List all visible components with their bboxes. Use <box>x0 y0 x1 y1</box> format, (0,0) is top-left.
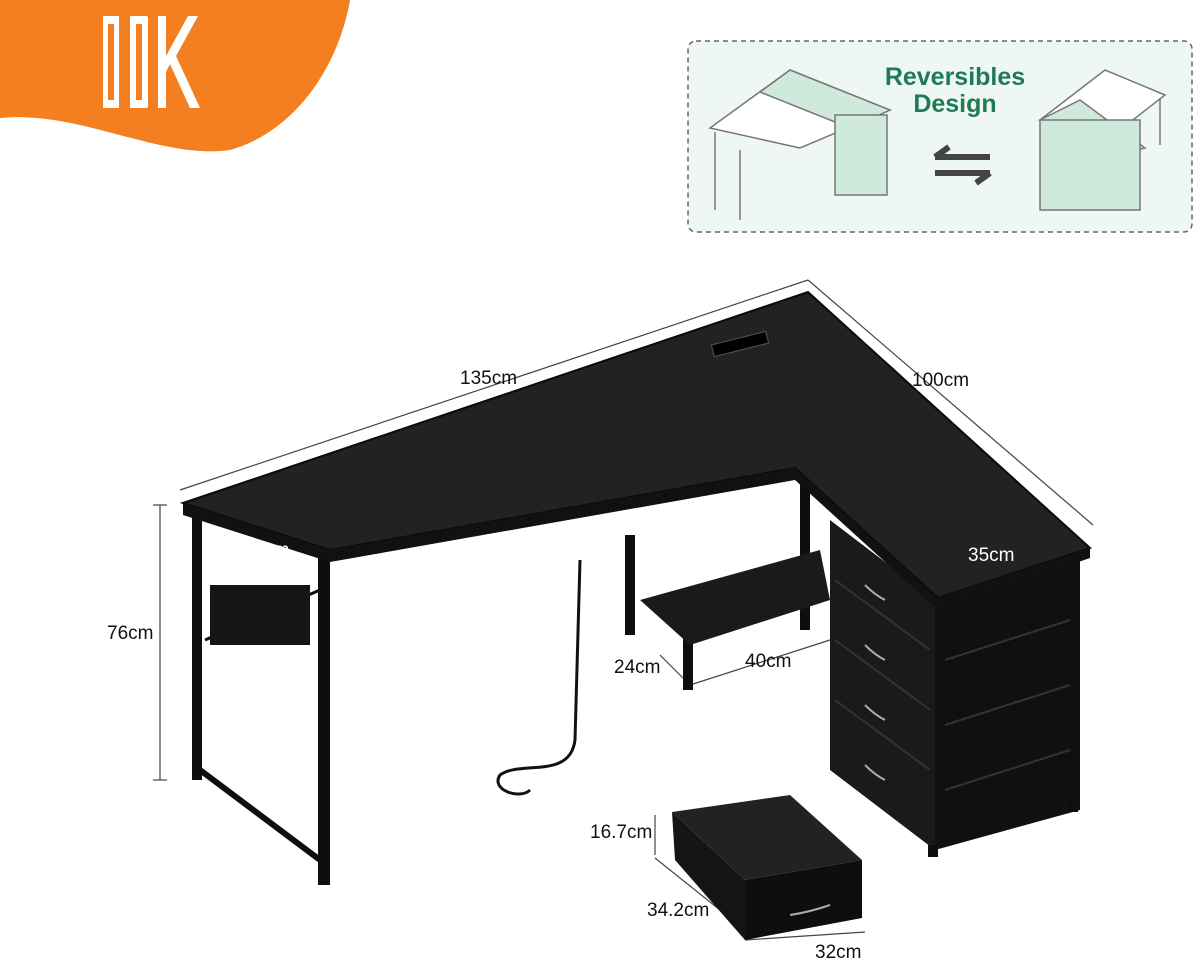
dim-height: 76cm <box>107 623 154 644</box>
dim-desk-length: 135cm <box>460 368 518 389</box>
dim-drawer-height: 16.7cm <box>590 822 653 843</box>
dim-shelf-width: 40cm <box>745 651 792 672</box>
dim-return-depth: 35cm <box>968 545 1015 566</box>
mini-desk-left <box>708 69 892 220</box>
desktop-edge <box>330 468 938 610</box>
removable-drawer <box>672 795 862 940</box>
dim-inner-width: 100cm <box>520 528 578 549</box>
odk-logo <box>103 16 200 108</box>
title-line: Reversibles <box>884 63 1026 91</box>
dim-drawer-depth: 34.2cm <box>647 900 710 921</box>
dim-desk-depth: 48cm <box>243 540 290 561</box>
dim-shelf-height: 24cm <box>614 657 661 678</box>
dim-return-length: 100cm <box>912 370 970 391</box>
hook-bag <box>210 585 310 645</box>
drawer-cabinet <box>830 520 1080 857</box>
mini-desk-right <box>1038 69 1167 211</box>
swap-arrows-icon <box>933 144 992 186</box>
power-cable <box>496 559 582 796</box>
shelf <box>640 550 830 645</box>
logo-background <box>0 0 350 152</box>
reversible-design-title: Reversibles Design <box>870 64 1040 118</box>
power-outlet-icon <box>710 330 770 358</box>
title-line: Design <box>913 90 997 118</box>
dim-drawer-width: 32cm <box>815 942 862 963</box>
